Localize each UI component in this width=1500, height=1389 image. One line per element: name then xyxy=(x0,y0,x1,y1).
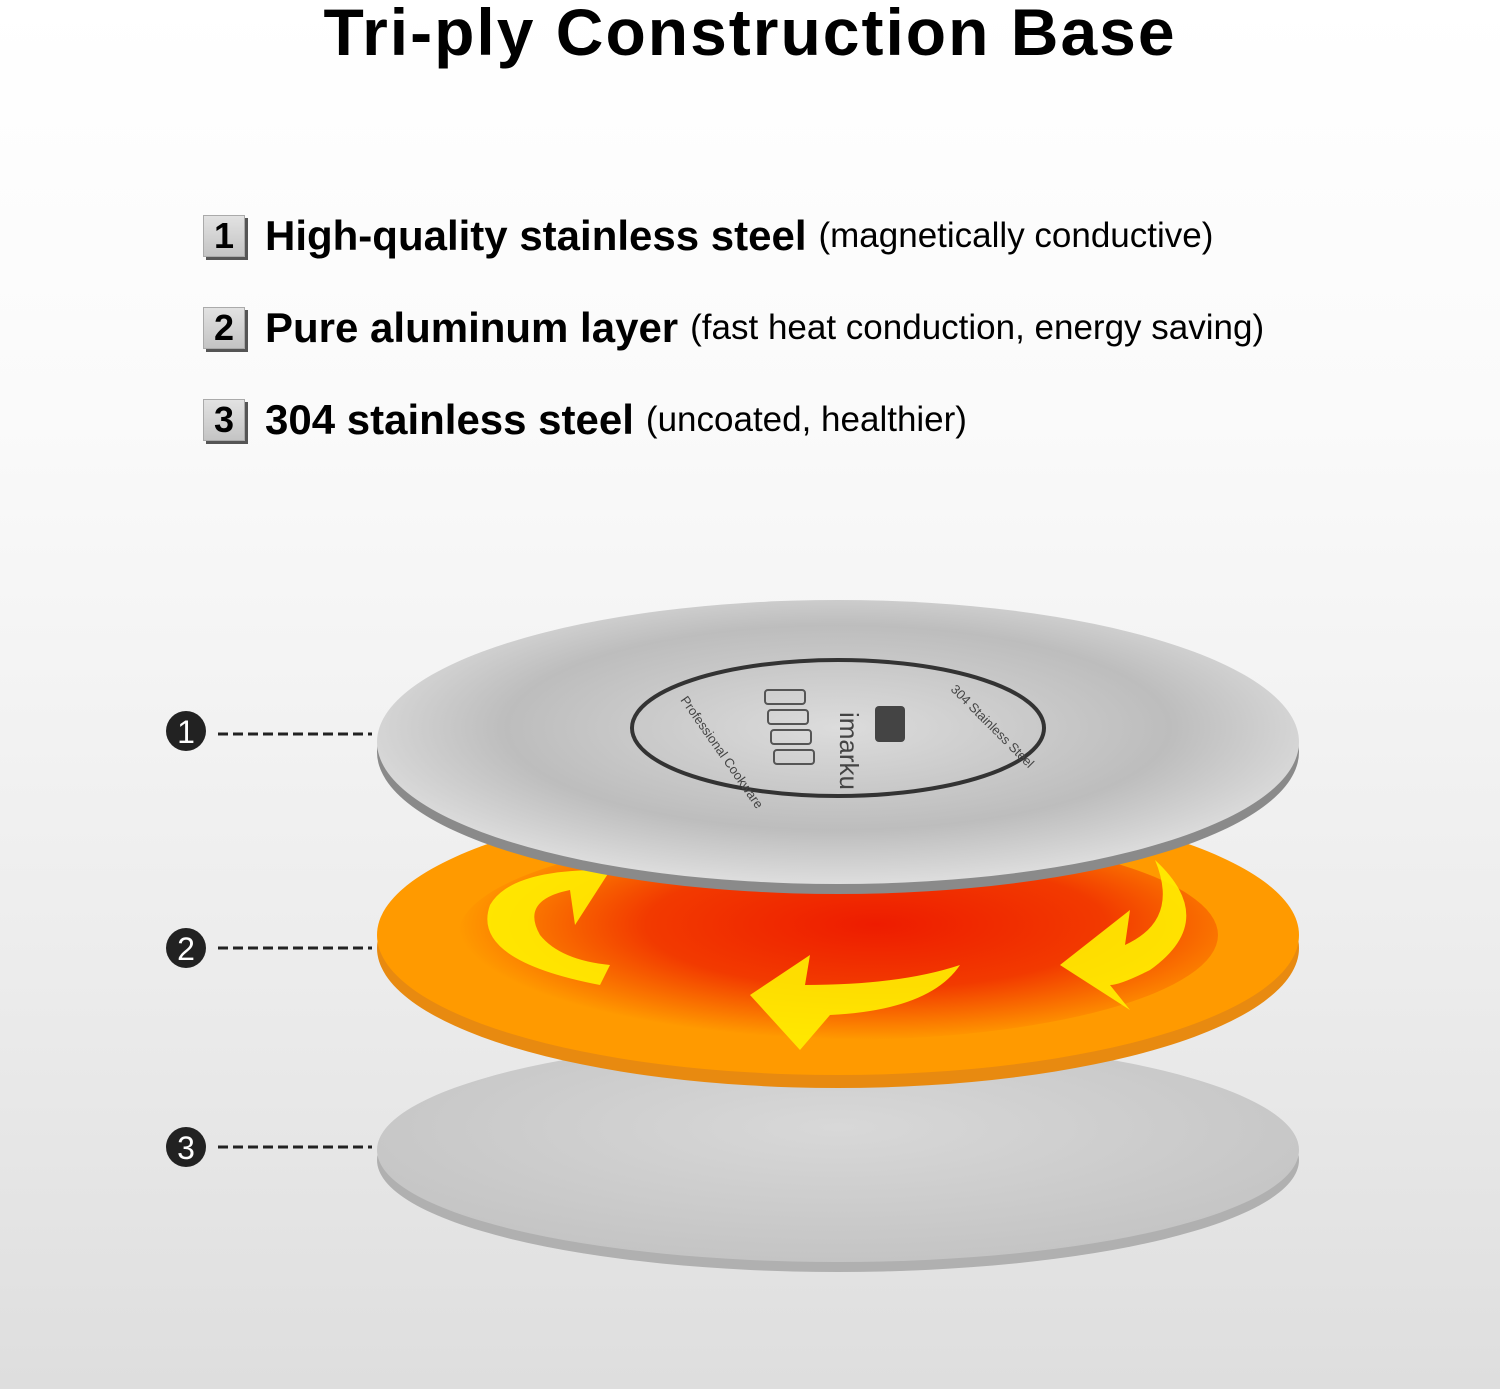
layer-number-badge: 2 xyxy=(203,307,245,349)
logo-brand-text: imarku xyxy=(834,712,864,790)
layer-number-badge: 3 xyxy=(203,399,245,441)
heat-arrow-icon xyxy=(487,855,620,985)
marker-2: 2 xyxy=(166,928,372,968)
layer-name: 304 stainless steel xyxy=(265,396,634,443)
layer-name: High-quality stainless steel xyxy=(265,212,807,259)
layer-item-3: 3 304 stainless steel (uncoated, healthi… xyxy=(203,396,967,444)
marker-number: 2 xyxy=(177,931,195,967)
pot-icon xyxy=(875,706,905,742)
layer-item-2: 2 Pure aluminum layer (fast heat conduct… xyxy=(203,304,1264,352)
heat-arrow-icon xyxy=(750,955,960,1050)
layer-item-1: 1 High-quality stainless steel (magnetic… xyxy=(203,212,1213,260)
marker-number: 3 xyxy=(177,1130,195,1166)
heat-arrow-icon xyxy=(1060,860,1187,1010)
cooktop-icon xyxy=(770,729,812,745)
layer-3-disc xyxy=(377,1038,1299,1272)
marker-3: 3 xyxy=(166,1127,372,1167)
layer-1-disc: imarku Professional Cookware 304 Stainle… xyxy=(377,600,1299,894)
marker-1: 1 xyxy=(166,711,372,751)
marker-number: 1 xyxy=(177,714,195,750)
page-title: Tri-ply Construction Base xyxy=(323,0,1177,69)
cooktop-icon xyxy=(764,689,806,705)
layer-note: (magnetically conductive) xyxy=(818,216,1214,255)
cooktop-icon xyxy=(773,749,815,765)
layer-number-badge: 1 xyxy=(203,215,245,257)
layer-note: (uncoated, healthier) xyxy=(645,400,967,439)
cooktop-icon xyxy=(767,709,809,725)
layer-note: (fast heat conduction, energy saving) xyxy=(690,308,1265,347)
layer-name: Pure aluminum layer xyxy=(265,304,679,351)
